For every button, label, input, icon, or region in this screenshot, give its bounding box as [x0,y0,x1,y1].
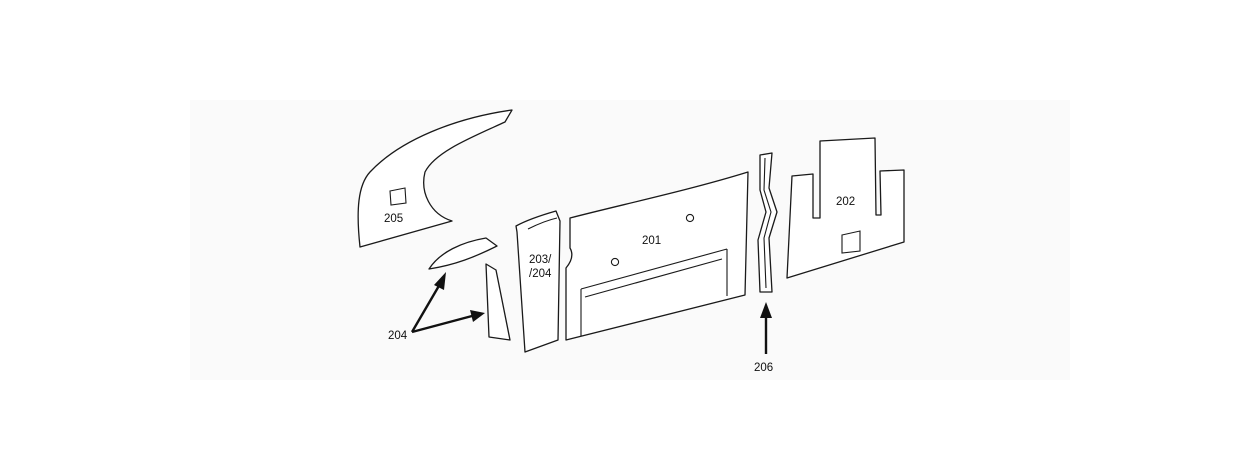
part-204-strip-outline [485,263,511,341]
part-206-seal [757,152,778,293]
label-206: 206 [754,362,773,374]
part-201-pocket-lip [584,258,723,298]
label-204: 204 [388,330,408,342]
part-205-outline [357,109,513,248]
part-206-outline [757,152,778,293]
label-203-line2: /204 [529,268,552,280]
leader-204-to-fin [410,283,442,333]
part-203-204-outline [515,210,561,353]
part-205-panel: 205 [357,109,513,248]
callout-206: 206 [754,302,773,374]
part-201-hole-upper [685,213,695,223]
arrowhead-204-fin [434,272,446,290]
label-205: 205 [384,213,403,225]
part-204-strip [485,263,511,341]
part-201-pocket-top [580,248,728,290]
part-201-panel: 201 [565,171,749,341]
part-202-outline [786,137,905,279]
part-202-square-cutout [841,230,861,254]
part-204-fin-outline [428,237,498,270]
part-206-inner-line [763,157,772,289]
label-201: 201 [642,235,661,247]
arrowhead-204-strip [470,310,485,322]
callout-204: 204 [388,272,485,342]
label-203-line1: 203/ [529,254,552,266]
label-202: 202 [836,196,855,208]
part-204-fin [428,237,498,270]
part-202-panel: 202 [786,137,905,279]
part-201-outline [565,171,749,341]
part-203-204-edge-line [527,217,558,230]
arrowhead-206 [760,302,772,318]
part-205-square-cutout [389,187,407,206]
leader-204-to-strip [411,314,473,334]
part-203-204-panel: 203/ /204 [515,210,561,353]
part-201-hole-lower [610,257,620,267]
